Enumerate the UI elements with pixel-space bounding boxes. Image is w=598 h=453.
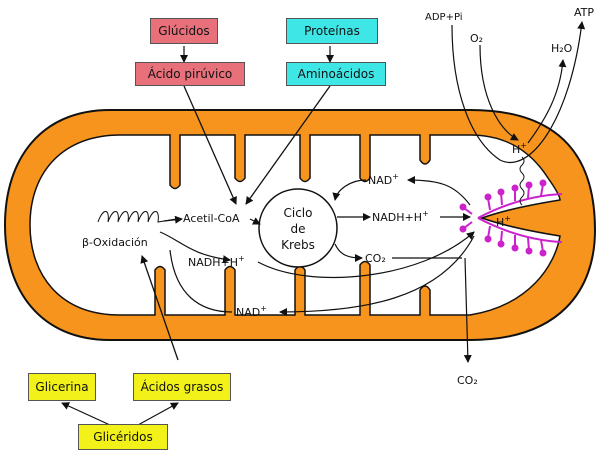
gliceridos-to-acidos-arrow (138, 403, 178, 425)
atp-label: ATP (574, 6, 594, 19)
nadh-left-label: NADH+H+ (188, 254, 245, 269)
gliceridos-box: Glicéridos (78, 424, 168, 450)
aminoacidos-box: Aminoácidos (286, 62, 386, 86)
adp-pi-label: ADP+Pi (425, 12, 463, 23)
krebs-line2: de (291, 222, 306, 236)
acetil-coa-label: Acetil-CoA (183, 212, 240, 225)
krebs-line3: Krebs (281, 238, 315, 252)
nadh-right-label: NADH+H+ (372, 209, 429, 224)
acido-piruvico-box: Ácido pirúvico (135, 62, 245, 86)
o2-label: O₂ (470, 32, 483, 45)
glicerina-box: Glicerina (28, 373, 96, 401)
co2-out-label: CO₂ (457, 374, 478, 387)
beta-oxidacion-label: β-Oxidación (82, 236, 148, 249)
krebs-line1: Ciclo (284, 206, 313, 220)
gliceridos-to-glicerina-arrow (62, 403, 110, 425)
acidos-grasos-box: Ácidos grasos (133, 373, 231, 401)
glucidos-box: Glúcidos (150, 18, 218, 44)
co2-inner-label: CO₂ (365, 252, 386, 265)
proteinas-box: Proteínas (286, 18, 378, 44)
h2o-label: H₂O (551, 42, 573, 55)
